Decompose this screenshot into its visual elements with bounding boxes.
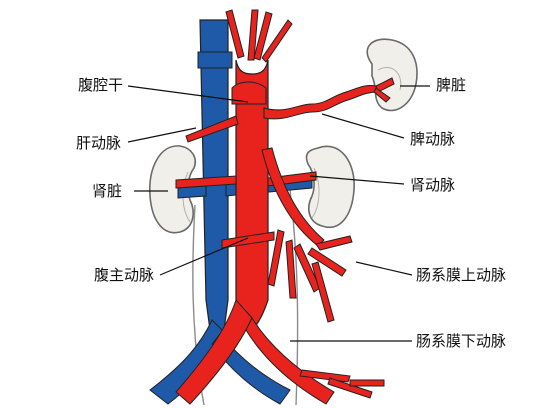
label-kidney: 肾脏 (92, 182, 123, 200)
label-inferior-mesenteric-artery: 肠系膜下动脉 (416, 332, 507, 350)
leader-hepatic-artery (127, 127, 197, 143)
label-celiac-trunk: 腹腔干 (78, 76, 124, 94)
leader-abdominal-aorta (159, 237, 249, 276)
leader-splenic-artery (321, 113, 405, 139)
leader-sma (355, 261, 413, 276)
label-renal-artery: 肾动脉 (410, 176, 456, 194)
aorta-tree (175, 9, 395, 405)
label-superior-mesenteric-artery: 肠系膜上动脉 (416, 266, 507, 284)
inferior-vena-cava (149, 19, 291, 405)
leader-lines (127, 85, 430, 342)
leader-renal-artery (309, 175, 405, 185)
leader-celiac-trunk (127, 85, 249, 103)
label-splenic-artery: 脾动脉 (410, 130, 456, 148)
label-hepatic-artery: 肝动脉 (76, 134, 122, 152)
label-abdominal-aorta: 腹主动脉 (94, 266, 155, 284)
kidney-left-organ (149, 145, 196, 234)
spleen-organ (366, 38, 418, 112)
label-spleen: 脾脏 (436, 76, 467, 94)
kidney-right-organ (305, 145, 355, 229)
